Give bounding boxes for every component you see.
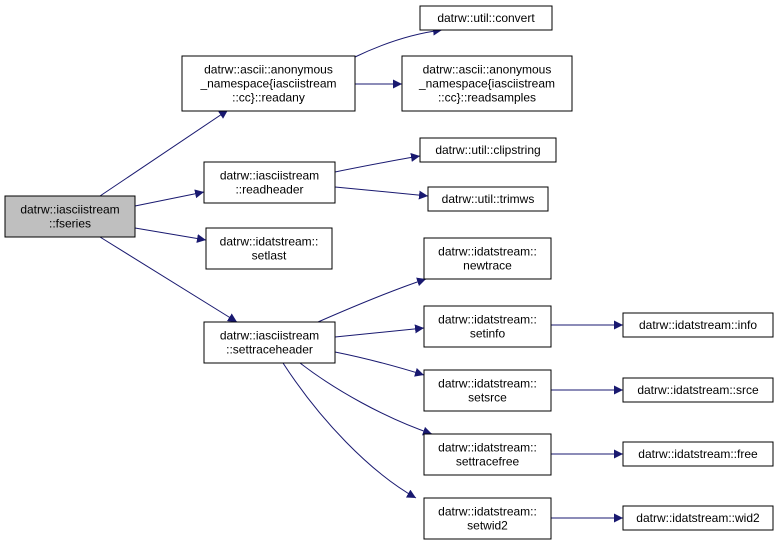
edge-readheader-to-trimws xyxy=(334,186,429,200)
node-convert[interactable]: datrw::util::convert xyxy=(419,5,553,31)
node-label: datrw::idatstream::wid2 xyxy=(636,511,760,525)
node-readheader[interactable]: datrw::iasciistream::readheader xyxy=(203,161,336,204)
node-setlast[interactable]: datrw::idatstream::setlast xyxy=(205,227,333,270)
node-label: ::cc}::readany xyxy=(232,91,305,105)
node-label: datrw::idatstream::srce xyxy=(637,383,759,397)
node-label: _namespace{iasciistream xyxy=(418,77,555,91)
node-box xyxy=(622,441,774,467)
node-wid2[interactable]: datrw::idatstream::wid2 xyxy=(622,505,774,531)
node-readany[interactable]: datrw::ascii::anonymous_namespace{iascii… xyxy=(181,55,356,112)
node-box xyxy=(419,137,557,163)
edge-settraceheader-to-setinfo xyxy=(334,324,425,338)
node-label: setsrce xyxy=(468,391,507,405)
node-box xyxy=(4,195,136,238)
edge-fseries-to-readany xyxy=(99,109,229,197)
node-label: settracefree xyxy=(456,455,520,469)
edge-fseries-to-readheader xyxy=(134,189,205,207)
node-label: datrw::idatstream:: xyxy=(438,441,537,455)
node-clipstring[interactable]: datrw::util::clipstring xyxy=(419,137,557,163)
node-label: ::settraceheader xyxy=(226,343,313,357)
node-label: setinfo xyxy=(470,327,506,341)
node-readsamples[interactable]: datrw::ascii::anonymous_namespace{iascii… xyxy=(401,55,573,112)
node-label: datrw::idatstream:: xyxy=(438,245,537,259)
node-label: datrw::util::clipstring xyxy=(435,143,540,157)
node-label: ::readheader xyxy=(235,183,303,197)
node-setinfo[interactable]: datrw::idatstream::setinfo xyxy=(423,305,552,348)
node-label: datrw::ascii::anonymous xyxy=(204,63,333,77)
node-box xyxy=(203,321,336,364)
node-label: datrw::iasciistream xyxy=(20,203,119,217)
node-box xyxy=(205,227,333,270)
node-label: ::fseries xyxy=(49,217,91,231)
node-label: datrw::ascii::anonymous xyxy=(423,63,552,77)
edge-settraceheader-to-setsrce xyxy=(334,351,425,377)
node-label: datrw::util::convert xyxy=(437,11,535,25)
node-setwid2[interactable]: datrw::idatstream::setwid2 xyxy=(423,497,552,540)
node-box xyxy=(181,55,356,112)
node-box xyxy=(622,505,774,531)
node-label: datrw::iasciistream xyxy=(220,329,319,343)
node-box xyxy=(622,312,774,338)
node-trimws[interactable]: datrw::util::trimws xyxy=(427,186,549,212)
node-fseries[interactable]: datrw::iasciistream::fseries xyxy=(4,195,136,238)
node-newtrace[interactable]: datrw::idatstream::newtrace xyxy=(423,237,552,280)
node-box xyxy=(423,497,552,540)
node-box xyxy=(427,186,549,212)
edge-fseries-to-settraceheader xyxy=(99,236,238,323)
node-label: datrw::idatstream:: xyxy=(438,505,537,519)
node-box xyxy=(419,5,553,31)
node-label: datrw::util::trimws xyxy=(442,192,535,206)
node-settraceheader[interactable]: datrw::iasciistream::settraceheader xyxy=(203,321,336,364)
node-label: datrw::idatstream:: xyxy=(220,235,319,249)
edge-readany-to-convert xyxy=(354,26,443,58)
node-box xyxy=(423,369,552,412)
node-label: _namespace{iasciistream xyxy=(199,77,336,91)
node-label: setwid2 xyxy=(467,519,508,533)
edge-fseries-to-setlast xyxy=(134,227,207,243)
edge-settraceheader-to-setwid2 xyxy=(282,362,417,499)
node-label: datrw::idatstream::info xyxy=(639,318,757,332)
edge-settraceheader-to-settracefree xyxy=(299,362,433,436)
node-box xyxy=(423,305,552,348)
edge-settraceheader-to-newtrace xyxy=(317,277,427,323)
edge-readheader-to-clipstring xyxy=(334,152,421,173)
node-box xyxy=(423,237,552,280)
node-box xyxy=(423,433,552,476)
edges xyxy=(99,26,623,523)
node-setsrce[interactable]: datrw::idatstream::setsrce xyxy=(423,369,552,412)
node-label: datrw::idatstream::free xyxy=(638,447,758,461)
node-box xyxy=(401,55,573,112)
node-label: setlast xyxy=(252,249,287,263)
nodes: datrw::iasciistream::fseries datrw::ascii… xyxy=(4,5,774,540)
node-label: ::cc}::readsamples xyxy=(438,91,536,105)
node-box xyxy=(203,161,336,204)
node-settracefree[interactable]: datrw::idatstream::settracefree xyxy=(423,433,552,476)
node-label: datrw::idatstream:: xyxy=(438,313,537,327)
node-info[interactable]: datrw::idatstream::info xyxy=(622,312,774,338)
node-label: datrw::iasciistream xyxy=(220,169,319,183)
node-srce[interactable]: datrw::idatstream::srce xyxy=(622,377,774,403)
node-label: newtrace xyxy=(463,259,512,273)
node-free[interactable]: datrw::idatstream::free xyxy=(622,441,774,467)
node-box xyxy=(622,377,774,403)
node-label: datrw::idatstream:: xyxy=(438,377,537,391)
